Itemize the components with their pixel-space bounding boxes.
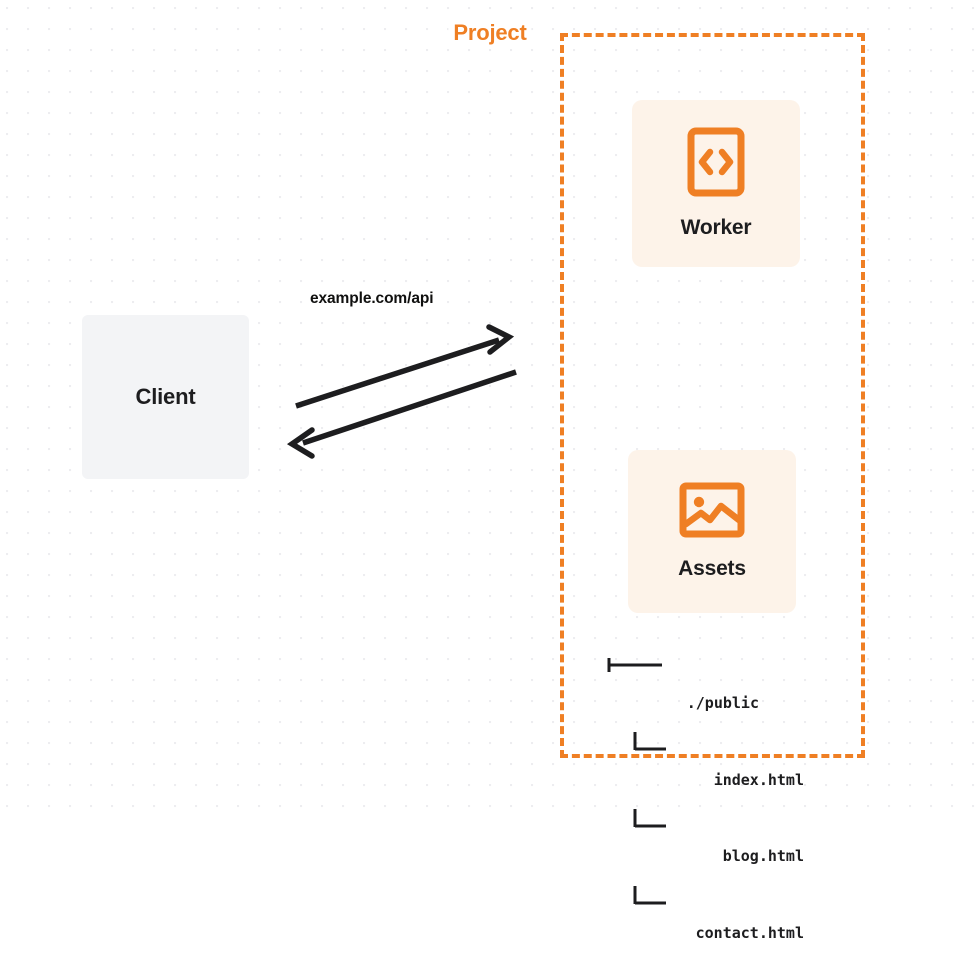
response-arrow — [286, 369, 517, 459]
tree-branch-icon — [633, 885, 666, 905]
file-tree-child-row: blog.html — [604, 809, 804, 865]
worker-card[interactable]: Worker — [632, 100, 800, 267]
request-arrow — [295, 324, 515, 409]
client-node[interactable]: Client — [82, 315, 249, 479]
file-tree-root-row: ./public — [604, 655, 804, 712]
project-title: Project — [448, 20, 532, 46]
code-brackets-icon — [687, 127, 745, 202]
asset-file-tree: ./public index.html blog.html contact.ht… — [604, 617, 804, 943]
client-node-label: Client — [135, 384, 196, 409]
file-tree-root-label: ./public — [686, 693, 759, 712]
file-tree-item-label: index.html — [713, 770, 804, 789]
connection-label: example.com/api — [310, 290, 434, 307]
file-tree-item-label: contact.html — [695, 924, 804, 943]
file-tree-child-row: index.html — [604, 732, 804, 789]
tree-branch-icon — [633, 732, 666, 751]
image-icon — [679, 482, 745, 543]
worker-card-label: Worker — [680, 216, 752, 239]
assets-card-label: Assets — [678, 557, 746, 580]
diagram-canvas: Client example.com/api Project Worker — [0, 0, 980, 942]
file-tree-child-row: contact.html — [604, 885, 804, 942]
file-tree-item-label: blog.html — [722, 847, 804, 866]
assets-card[interactable]: Assets — [628, 450, 796, 613]
tree-branch-icon — [633, 809, 666, 828]
project-boundary — [560, 33, 865, 758]
tree-branch-icon — [607, 658, 662, 673]
